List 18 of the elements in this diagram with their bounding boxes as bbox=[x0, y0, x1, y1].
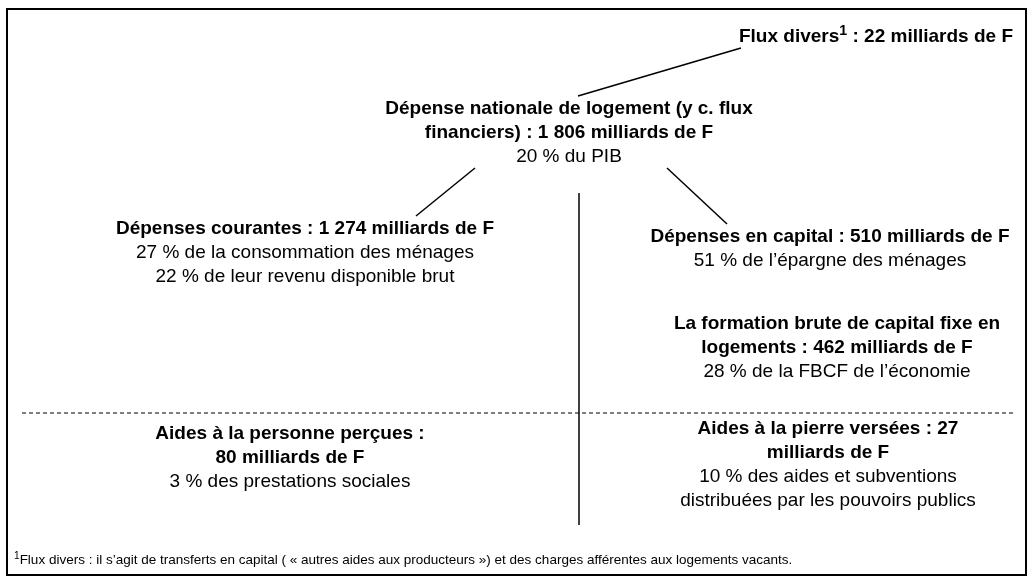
node-heading: Aides à la personne perçues : 80 milliards de F bbox=[154, 421, 426, 469]
connector-line bbox=[666, 167, 728, 225]
node-note: 51 % de l’épargne des ménages bbox=[693, 248, 967, 272]
node-note: 27 % de la consommation des ménages bbox=[136, 240, 474, 264]
footnote: $^{1}$Flux divers : il s’agit de transferts en capital ( « autres aides aux producteurs ») et des charges afférentes aux logements vacants. bbox=[14, 550, 793, 569]
node-note: 3 % des prestations sociales bbox=[169, 469, 411, 493]
node-heading: Aides à la pierre versées : 27 milliards de F bbox=[696, 416, 960, 464]
node-heading: Flux divers$^{1}$ : 22 milliards de F bbox=[738, 24, 1013, 48]
node-note: 28 % de la FBCF de l’économie bbox=[703, 359, 971, 383]
node-heading: Dépenses courantes : 1 274 milliards de F bbox=[116, 216, 494, 240]
node-heading: Dépense nationale de logement (y c. flux financiers) : 1 806 milliards de F bbox=[384, 96, 754, 144]
node-note: 22 % de leur revenu disponible brut bbox=[155, 264, 455, 288]
node-heading: Dépenses en capital : 510 milliards de F bbox=[650, 224, 1010, 248]
connector-line bbox=[415, 167, 476, 217]
node-heading: La formation brute de capital fixe en logements : 462 milliards de F bbox=[672, 311, 1002, 359]
connector-line bbox=[577, 47, 742, 97]
node-note: 10 % des aides et subventions distribuées par les pouvoirs publics bbox=[679, 464, 977, 512]
node-note: 20 % du PIB bbox=[516, 144, 622, 168]
